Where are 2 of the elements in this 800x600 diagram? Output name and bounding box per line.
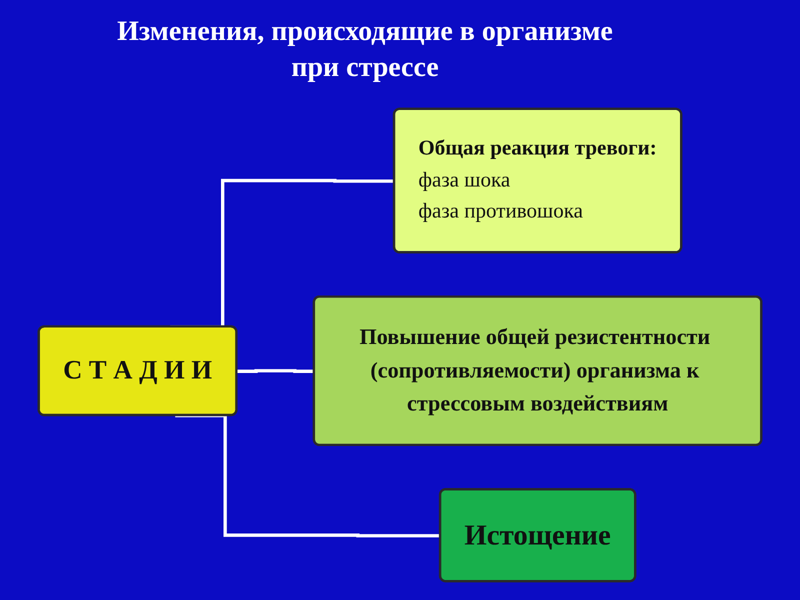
title: Изменения, происходящие в организме при стрессе — [116, 15, 614, 85]
connector — [236, 369, 314, 373]
